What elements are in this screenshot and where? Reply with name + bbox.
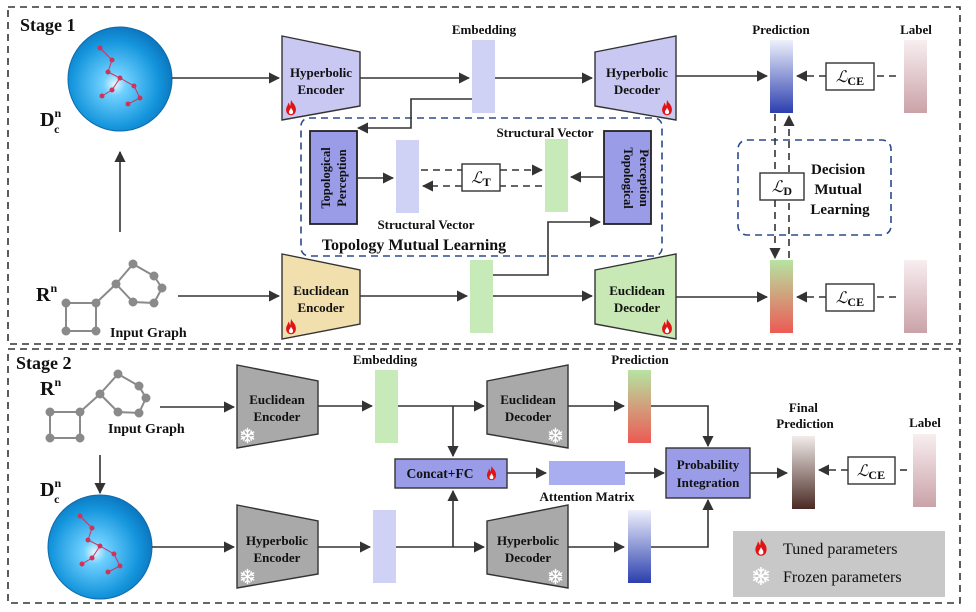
svg-text:ℒD: ℒD <box>772 179 793 198</box>
concat-fc-block: Concat+FC <box>394 458 508 489</box>
svg-text:ℒT: ℒT <box>471 170 491 189</box>
svg-text:Topological: Topological <box>621 147 635 209</box>
label-bar-stage2 <box>913 434 936 507</box>
svg-text:Encoder: Encoder <box>254 409 301 424</box>
svg-text:Probability: Probability <box>677 457 740 472</box>
input-graph-stage1 <box>61 259 167 336</box>
input-graph-label-stage2: Input Graph <box>108 422 185 437</box>
prediction-hyperbolic-stage1 <box>770 40 793 113</box>
label-label-stage1: Label <box>900 22 932 37</box>
svg-text:Decoder: Decoder <box>614 300 660 315</box>
svg-text:Decoder: Decoder <box>505 550 551 565</box>
prediction-label-stage2: Prediction <box>611 352 669 367</box>
decision-mutual-learning-label: Decision Mutual Learning <box>810 162 870 218</box>
prediction-euclidean-stage1 <box>770 260 793 333</box>
loss-ce-top-stage1: ℒCE <box>825 62 875 91</box>
svg-text:ℒCE: ℒCE <box>836 69 864 88</box>
svg-text:Euclidean: Euclidean <box>249 392 305 407</box>
euclidean-decoder-stage1: Euclidean Decoder <box>594 253 677 340</box>
structural-vector-right <box>545 139 568 212</box>
structural-vector-label-left: Structural Vector <box>377 217 474 232</box>
svg-text:Integration: Integration <box>677 475 741 490</box>
svg-text:Hyperbolic: Hyperbolic <box>606 65 668 80</box>
hyperbolic-decoder-stage1: Hyperbolic Decoder <box>594 35 677 121</box>
label-label-stage2: Label <box>909 415 941 430</box>
prediction-hyperbolic-stage2 <box>628 510 651 583</box>
embedding-euclidean-stage1 <box>470 260 493 333</box>
probability-integration-block: Probability Integration <box>665 447 751 499</box>
stage1-title: Stage 1 <box>20 15 76 35</box>
svg-text:Perception: Perception <box>637 149 651 206</box>
stage1-frame <box>7 6 961 345</box>
prediction-label-stage1: Prediction <box>752 22 810 37</box>
input-graph-stage2 <box>45 369 151 443</box>
euclid-label-stage2: Rn <box>40 375 61 400</box>
input-graph-label-stage1: Input Graph <box>110 326 187 341</box>
final-prediction-label: Final Prediction <box>776 400 834 431</box>
stage2-frame <box>7 348 961 604</box>
legend: Tuned parameters Frozen parameters <box>733 531 945 597</box>
loss-ce-bottom-stage1: ℒCE <box>825 283 875 312</box>
svg-text:ℒCE: ℒCE <box>857 463 885 482</box>
svg-text:Euclidean: Euclidean <box>500 392 556 407</box>
euclidean-encoder-stage1: Euclidean Encoder <box>281 253 361 340</box>
structural-vector-label-right: Structural Vector <box>496 125 593 140</box>
embedding-label-stage1: Embedding <box>452 22 517 37</box>
poincare-ball-stage1 <box>67 26 173 132</box>
embedding-hyperbolic-stage2 <box>373 510 396 583</box>
hyperbolic-decoder-stage2: Hyperbolic Decoder <box>486 504 569 589</box>
hyperbolic-encoder-stage1: Hyperbolic Encoder <box>281 35 361 121</box>
embedding-label-stage2: Embedding <box>353 352 418 367</box>
svg-text:Hyperbolic: Hyperbolic <box>246 533 308 548</box>
euclidean-encoder-stage2: Euclidean Encoder <box>236 364 319 449</box>
topological-perception-right: Topological Perception <box>603 130 652 225</box>
svg-text:Encoder: Encoder <box>298 82 345 97</box>
topology-mutual-learning-frame <box>300 117 663 257</box>
label-bar-bottom-stage1 <box>904 260 927 333</box>
prediction-euclidean-stage2 <box>628 370 651 443</box>
euclid-label-stage1: Rn <box>36 281 57 306</box>
svg-text:Encoder: Encoder <box>298 300 345 315</box>
stage2-title: Stage 2 <box>16 353 72 373</box>
structural-vector-left <box>396 140 419 213</box>
embedding-hyperbolic-stage1 <box>472 40 495 113</box>
loss-t-box: ℒT <box>461 163 501 192</box>
attention-matrix-label: Attention Matrix <box>540 489 635 504</box>
label-bar-top-stage1 <box>904 40 927 113</box>
svg-text:Euclidean: Euclidean <box>293 283 349 298</box>
svg-text:Encoder: Encoder <box>254 550 301 565</box>
loss-ce-stage2: ℒCE <box>847 456 896 485</box>
svg-text:Decoder: Decoder <box>505 409 551 424</box>
svg-text:Topological: Topological <box>319 147 333 209</box>
svg-text:Perception: Perception <box>335 149 349 206</box>
topology-mutual-learning-label: Topology Mutual Learning <box>322 237 506 254</box>
poincare-ball-stage2 <box>47 494 153 600</box>
svg-text:Decoder: Decoder <box>614 82 660 97</box>
final-prediction-bar <box>792 436 815 509</box>
attention-matrix-bar <box>549 461 625 485</box>
svg-text:Hyperbolic: Hyperbolic <box>290 65 352 80</box>
topological-perception-left: Topological Perception <box>309 130 358 225</box>
euclidean-decoder-stage2: Euclidean Decoder <box>486 364 569 449</box>
embedding-euclidean-stage2 <box>375 370 398 443</box>
svg-text:Euclidean: Euclidean <box>609 283 665 298</box>
svg-text:ℒCE: ℒCE <box>836 290 864 309</box>
loss-d-box: ℒD <box>759 172 805 201</box>
legend-frozen-label: Frozen parameters <box>783 569 902 586</box>
legend-tuned-label: Tuned parameters <box>783 541 898 558</box>
svg-text:Hyperbolic: Hyperbolic <box>497 533 559 548</box>
svg-text:Concat+FC: Concat+FC <box>407 466 474 481</box>
hyperbolic-encoder-stage2: Hyperbolic Encoder <box>236 504 319 589</box>
